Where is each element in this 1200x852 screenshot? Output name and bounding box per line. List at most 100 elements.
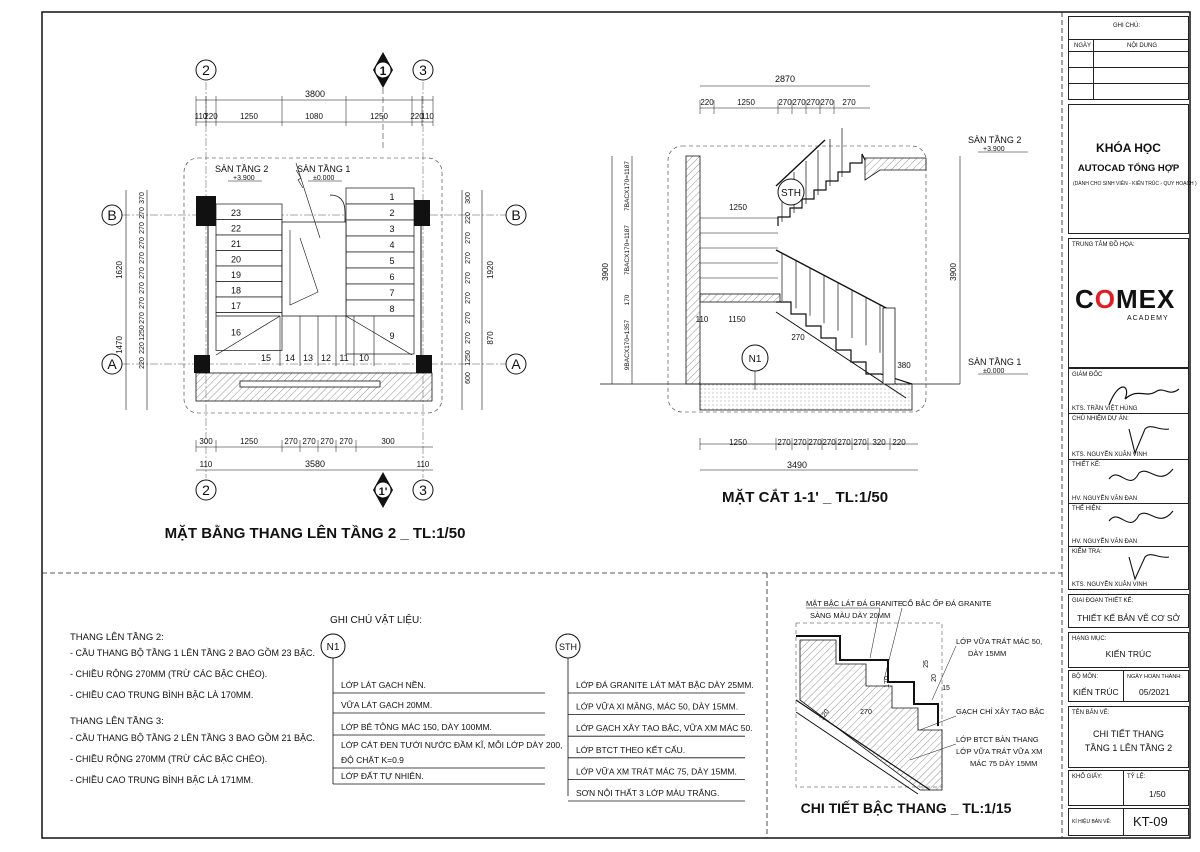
plan-title: MẶT BẰNG THANG LÊN TẦNG 2 _ TL:1/50: [165, 524, 466, 542]
plan-dim-left-total-1: 1620: [115, 261, 124, 279]
grid-label-3-bottom: 3: [419, 482, 427, 498]
section-dim-left-total: 3900: [601, 263, 610, 281]
section-dim-bottom-6: 270: [853, 438, 867, 447]
tb-paper: KHỔ GIẤY:: [1072, 774, 1103, 780]
tb-scale: TỶ LỆ:: [1127, 774, 1146, 780]
tb-course-3: (DÀNH CHO SINH VIÊN - KIẾN TRÚC - QUY HO…: [1073, 181, 1197, 187]
stair-notes: THANG LÊN TẦNG 2: - CẦU THANG BỘ TẦNG 1 …: [70, 632, 315, 785]
section-dim-bottom-1: 270: [777, 438, 791, 447]
plan-dim-right-7: 270: [465, 332, 472, 344]
plan-dim-left-2: 270: [139, 222, 146, 234]
plan-step-left-label-23: 23: [231, 208, 241, 218]
materials-n1-line-1: VỮA LÁT GẠCH 20MM.: [341, 700, 432, 710]
tb-scale-val: 1/50: [1149, 789, 1166, 799]
section-dim-top-0: 220: [700, 98, 714, 107]
plan-step-right-1: [345, 187, 415, 205]
plan-dim-top-0: 110: [195, 112, 208, 121]
materials-n1-tag: N1: [327, 642, 340, 653]
titleblock-phase: GIAI ĐOẠN THIẾT KẾ: THIẾT KẾ BẢN VẼ CƠ S…: [1068, 594, 1189, 628]
grid-label-2-bottom: 2: [202, 482, 210, 498]
section-dim-left-2: 170: [624, 294, 631, 305]
plan-step-bottom-label-11: 11: [339, 353, 348, 363]
titleblock-signatures: GIÁM ĐỐC KTS. TRẦN VIỆT HÙNG CHỦ NHIỆM D…: [1068, 368, 1189, 590]
plan-step-left-22: [215, 219, 283, 236]
detail-label-3: LỚP VỮA TRÁT MÁC 50,: [956, 637, 1042, 646]
plan-step-right-5: [345, 251, 415, 269]
detail-dim-5: 270: [860, 709, 872, 716]
plan-dim-right-0: 300: [465, 192, 472, 204]
titleblock-code: KÍ HIỆU BẢN VẼ: KT-09: [1068, 808, 1189, 836]
detail-label-2: CỔ BẬC ỐP ĐÁ GRANITE: [902, 598, 991, 608]
section-dim-left-1: 7BACX170=1187: [624, 225, 631, 275]
detail-dim-2: 20: [931, 674, 938, 682]
plan-step-left-16: [215, 312, 283, 351]
section-lower-flight: [776, 301, 913, 385]
detail-dim-1: 25: [923, 660, 930, 668]
plan-step-left-23: [215, 203, 283, 220]
section-floor1-level: ±0.000: [983, 368, 1004, 375]
tb-phase-val: THIẾT KẾ BẢN VẼ CƠ SỞ: [1077, 613, 1180, 623]
plan-dim-top-3: 1080: [305, 112, 323, 121]
tb-col-content: NỘI DUNG: [1127, 43, 1157, 49]
titleblock-notes: GHI CHÚ: NGÀY NỘI DUNG: [1068, 16, 1189, 100]
section-dim-top-4: 270: [806, 98, 820, 107]
detail-label-7: LỚP VỮA TRÁT VỮA XM: [956, 747, 1042, 756]
tb-sheet-name: TÊN BẢN VẼ:: [1072, 710, 1110, 716]
section-dim-bottom-4: 270: [822, 438, 836, 447]
signature-marks: [1108, 386, 1180, 581]
plan-step-left-label-19: 19: [231, 270, 241, 280]
plan-step-right-2: [345, 203, 415, 221]
tb-check-name: KTS. NGUYỄN XUÂN VINH: [1072, 582, 1148, 588]
plan-dim-top-6: 110: [421, 112, 434, 121]
titleblock-item: HẠNG MỤC: KIẾN TRÚC: [1068, 632, 1189, 668]
tb-done: NGÀY HOÀN THÀNH:: [1127, 674, 1182, 680]
tb-sheet-val-1: CHI TIẾT THANG: [1092, 729, 1164, 739]
tb-course-1: KHÓA HỌC: [1096, 141, 1161, 155]
plan-dim-right-2: 270: [465, 232, 472, 244]
section-dim-top-1: 1250: [737, 98, 755, 107]
tb-drawn: THỂ HIỆN:: [1072, 506, 1102, 512]
plan-dim-bottom-5: 270: [339, 437, 353, 446]
section-dim-bottom-0: 1250: [729, 438, 747, 447]
tb-check: KIỂM TRA:: [1072, 549, 1102, 555]
tb-item: HẠNG MỤC:: [1072, 636, 1107, 642]
tb-phase: GIAI ĐOẠN THIẾT KẾ:: [1072, 598, 1134, 604]
plan-step-bottom-label-15: 15: [261, 353, 271, 363]
grid-label-2-top: 2: [202, 62, 210, 78]
materials-sth-line-2: LỚP GẠCH XÂY TẠO BẬC, VỮA XM MÁC 50.: [576, 723, 753, 733]
notes-stair2-line-0: - CẦU THANG BỘ TẦNG 1 LÊN TẦNG 2 BAO GỒM…: [70, 647, 315, 658]
detail-dim-3: 15: [942, 685, 950, 692]
plan-step-bottom-label-13: 13: [303, 353, 313, 363]
plan-step-right-7: [345, 283, 415, 301]
section-inner-dim-4: 270: [791, 333, 805, 342]
section-dim-bottom-7: 320: [872, 438, 886, 447]
materials-sth-line-3: LỚP BTCT THEO KẾT CẤU.: [576, 745, 685, 755]
detail-title: CHI TIẾT BẬC THANG _ TL:1/15: [801, 799, 1012, 816]
section-dim-bottom-3: 270: [808, 438, 822, 447]
materials-sth-line-4: LỚP VỮA XM TRÁT MÁC 75, DÀY 15MM.: [576, 766, 737, 776]
plan-dim-bottom-4: 270: [320, 437, 334, 446]
plan-dim-top-4: 1250: [370, 112, 388, 121]
section-mark-bottom: 1': [379, 486, 388, 498]
plan-dim-left-5: 270: [139, 267, 146, 279]
plan-step-bottom-label-14: 14: [285, 353, 295, 363]
tb-design: THIẾT KẾ:: [1072, 462, 1101, 468]
material-notes: GHI CHÚ VẬT LIỆU: N1 LỚP LÁT GẠCH NỀN.VỮ…: [320, 613, 754, 802]
plan-dim-bottom-outer-left: 110: [200, 460, 213, 469]
notes-stair3-line-1: - CHIỀU RỘNG 270MM (TRỪ CÁC BẬC CHÉO).: [70, 754, 267, 764]
plan-floor1-label: SÀN TẦNG 1: [297, 164, 350, 174]
tb-code: KÍ HIỆU BẢN VẼ:: [1072, 819, 1112, 825]
detail-label-4: DÀY 15MM: [968, 649, 1006, 658]
plan-floor2-level: +3.900: [233, 175, 255, 182]
tb-drawn-name: HV. NGUYỄN VĂN ĐAN: [1072, 539, 1138, 545]
section-dim-top-3: 270: [792, 98, 806, 107]
plan-step-left-label-16: 16: [231, 328, 241, 338]
plan-step-left-18: [215, 281, 283, 298]
plan-step-left-20: [215, 250, 283, 267]
plan-dim-left-11: 220: [139, 357, 146, 369]
section-title: MẶT CẮT 1-1' _ TL:1/50: [722, 488, 888, 506]
titleblock-firm: TRUNG TÂM ĐỒ HỌA: COMEX ACADEMY: [1068, 238, 1189, 368]
tb-done-val: 05/2021: [1139, 687, 1170, 697]
